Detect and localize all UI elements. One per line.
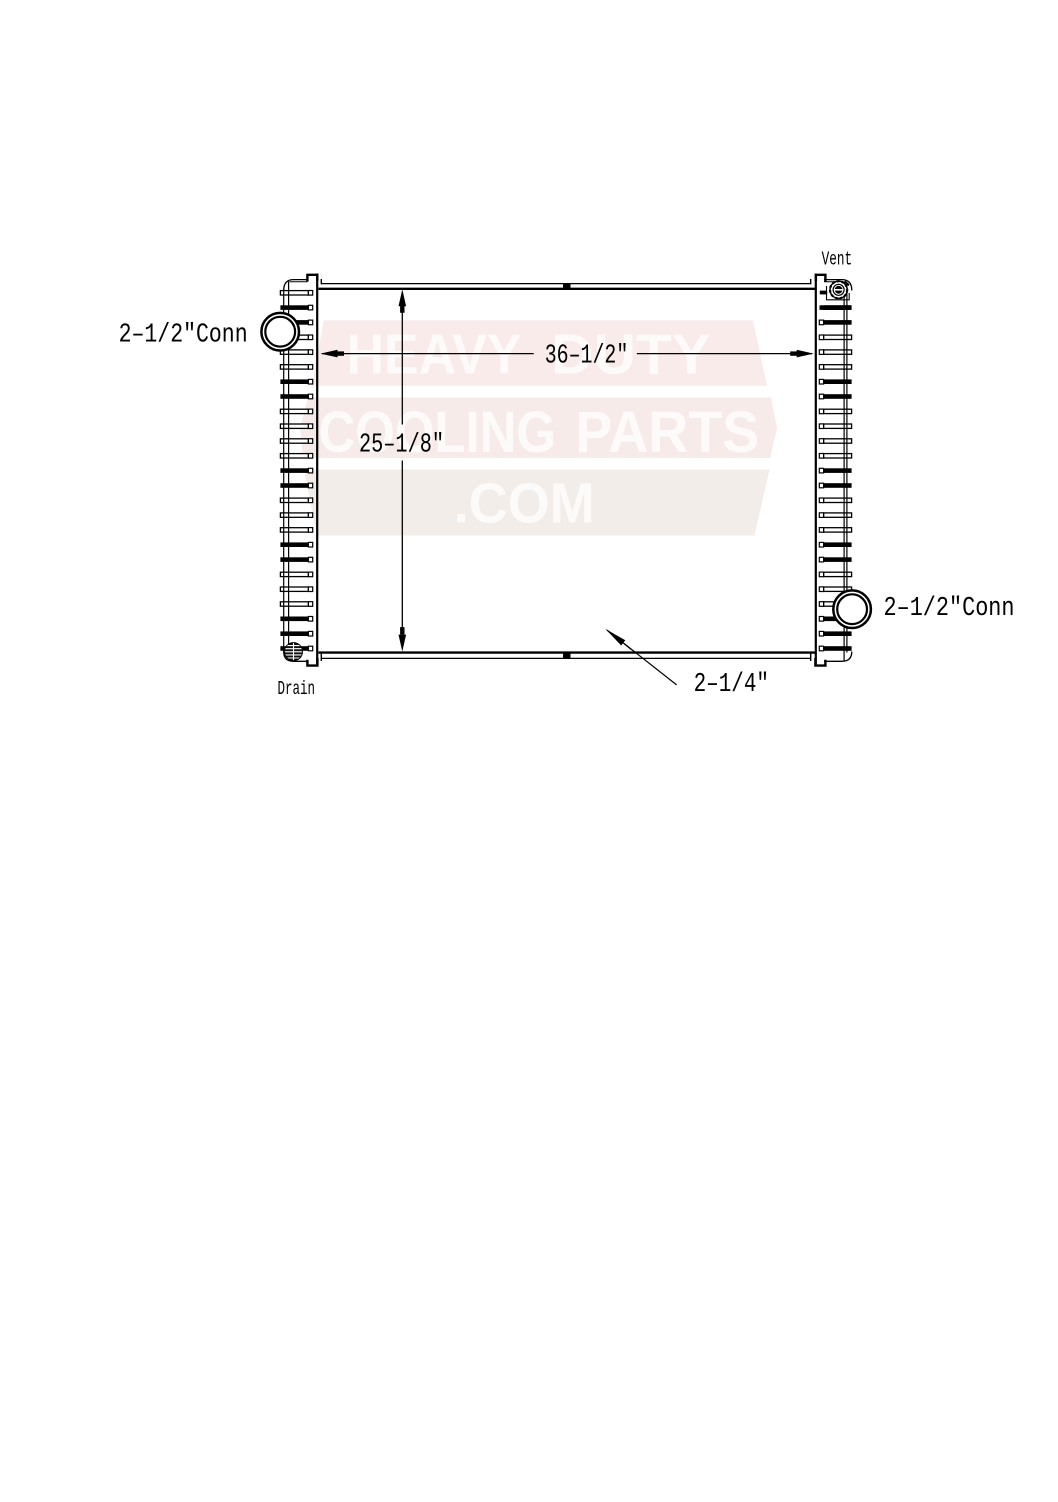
svg-text:2–1/4": 2–1/4" — [694, 670, 769, 700]
svg-text:COOLING: COOLING — [319, 400, 557, 465]
svg-text:Vent: Vent — [822, 249, 853, 271]
svg-text:Drain: Drain — [278, 678, 316, 700]
svg-text:2–1/2"Conn: 2–1/2"Conn — [884, 594, 1015, 624]
svg-text:2–1/2"Conn: 2–1/2"Conn — [119, 321, 248, 351]
svg-text:25–1/8": 25–1/8" — [359, 431, 444, 461]
svg-text:HEAVY: HEAVY — [347, 322, 522, 386]
svg-text:PARTS: PARTS — [575, 400, 759, 465]
svg-text:DUTY: DUTY — [551, 322, 711, 386]
svg-text:.COM: .COM — [454, 472, 595, 536]
svg-text:36–1/2": 36–1/2" — [545, 342, 629, 372]
